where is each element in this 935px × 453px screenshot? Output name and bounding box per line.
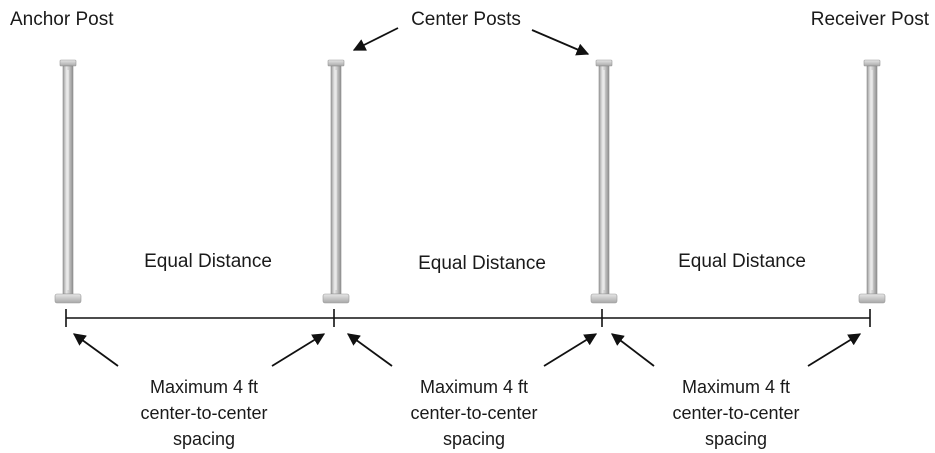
- receiver-post: [858, 59, 886, 304]
- equal-distance-label-3: Equal Distance: [678, 251, 806, 272]
- spacing-note-line3: spacing: [442, 429, 506, 449]
- center-post-2: [590, 59, 618, 304]
- spacing-note-line2: center-to-center: [410, 403, 538, 423]
- spacing-note-3: Maximum 4 ft center-to-center spacing: [672, 374, 799, 452]
- anchor-post-label: Anchor Post: [10, 9, 114, 30]
- dimension-line: [65, 309, 871, 327]
- spacing-note-line1: Maximum 4 ft: [681, 377, 791, 397]
- receiver-post-label: Receiver Post: [810, 9, 929, 30]
- center-posts-arrow-right: [531, 29, 590, 56]
- spacing-note-2: Maximum 4 ft center-to-center spacing: [410, 374, 537, 452]
- center-posts-arrow-left: [352, 27, 399, 51]
- spacing-arrow-1b: [271, 333, 326, 367]
- spacing-note-line1: Maximum 4 ft: [419, 377, 529, 397]
- anchor-post: [54, 59, 82, 304]
- spacing-note-line1: Maximum 4 ft: [149, 377, 259, 397]
- spacing-arrow-2b: [543, 333, 598, 367]
- spacing-note-line3: spacing: [172, 429, 236, 449]
- spacing-note-line2: center-to-center: [140, 403, 268, 423]
- spacing-note-line3: spacing: [704, 429, 768, 449]
- spacing-arrow-3a: [610, 333, 655, 367]
- equal-distance-label-2: Equal Distance: [418, 253, 546, 274]
- spacing-note-1: Maximum 4 ft center-to-center spacing: [140, 374, 267, 452]
- spacing-note-line2: center-to-center: [672, 403, 800, 423]
- spacing-arrow-2a: [346, 333, 393, 367]
- center-posts-label: Center Posts: [411, 9, 521, 30]
- center-post-1: [322, 59, 350, 304]
- spacing-arrow-3b: [807, 333, 862, 367]
- equal-distance-label-1: Equal Distance: [144, 251, 272, 272]
- spacing-arrow-1a: [72, 333, 119, 367]
